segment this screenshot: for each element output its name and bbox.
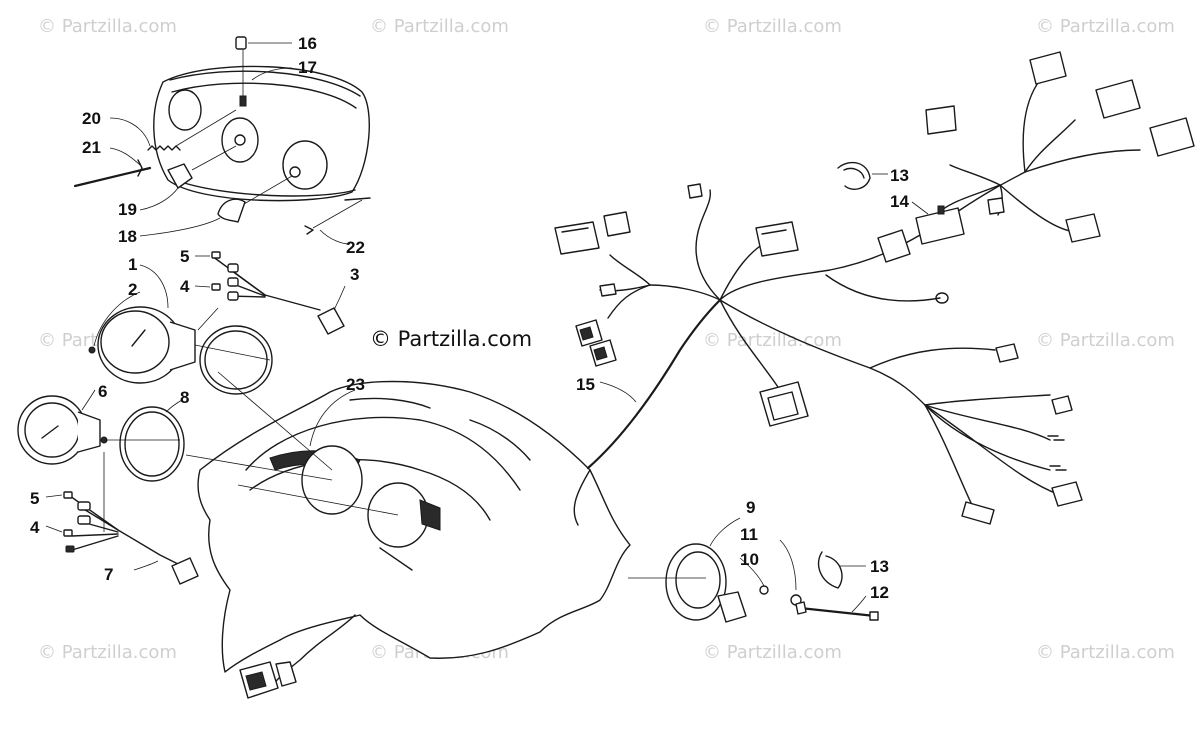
center-copyright-mark: © Partzilla.com — [370, 327, 532, 351]
callout-22: 22 — [346, 238, 365, 257]
callout-1: 1 — [128, 255, 137, 274]
callout-labels: 16 17 20 21 19 18 22 1 2 5 4 3 © Partzil… — [30, 34, 909, 602]
callout-14: 14 — [890, 192, 909, 211]
callout-4-lower: 4 — [30, 518, 40, 537]
callout-13-upper: 13 — [890, 166, 909, 185]
callout-4-upper: 4 — [180, 277, 190, 296]
callout-23: 23 — [346, 375, 365, 394]
callout-5-upper: 5 — [180, 247, 189, 266]
dash-pod — [185, 371, 631, 699]
callout-21: 21 — [82, 138, 101, 157]
callout-2: 2 — [128, 280, 137, 299]
callout-6: 6 — [98, 382, 107, 401]
callout-8: 8 — [180, 388, 189, 407]
watermark: © Partzilla.com — [1036, 642, 1175, 663]
watermark: © Partzilla.com — [38, 642, 177, 663]
watermark: © Partzilla.com — [38, 16, 177, 37]
callout-13-lower: 13 — [870, 557, 889, 576]
watermark: © Partzilla.com — [1036, 16, 1175, 37]
callout-10: 10 — [740, 550, 759, 569]
watermark: © Partzilla.com — [703, 330, 842, 351]
callout-5-lower: 5 — [30, 489, 39, 508]
callout-12: 12 — [870, 583, 889, 602]
callout-17: 17 — [298, 58, 317, 77]
speedometer-assembly — [17, 389, 199, 585]
watermark: © Partzilla.com — [370, 16, 509, 37]
callout-7: 7 — [104, 565, 113, 584]
drive-cable-assembly — [628, 517, 879, 623]
callout-18: 18 — [118, 227, 137, 246]
watermark: © Partzilla.com — [703, 642, 842, 663]
watermark: © Partzilla.com — [703, 16, 842, 37]
watermark: © Partzilla.com — [1036, 330, 1175, 351]
callout-15: 15 — [576, 375, 595, 394]
callout-20: 20 — [82, 109, 101, 128]
headlight-assembly — [73, 36, 371, 245]
callout-16: 16 — [298, 34, 317, 53]
callout-11: 11 — [740, 525, 758, 544]
tachometer-assembly — [88, 251, 346, 395]
callout-3: 3 — [350, 265, 359, 284]
callout-19: 19 — [118, 200, 137, 219]
callout-9: 9 — [746, 498, 755, 517]
main-harness — [554, 51, 1195, 525]
